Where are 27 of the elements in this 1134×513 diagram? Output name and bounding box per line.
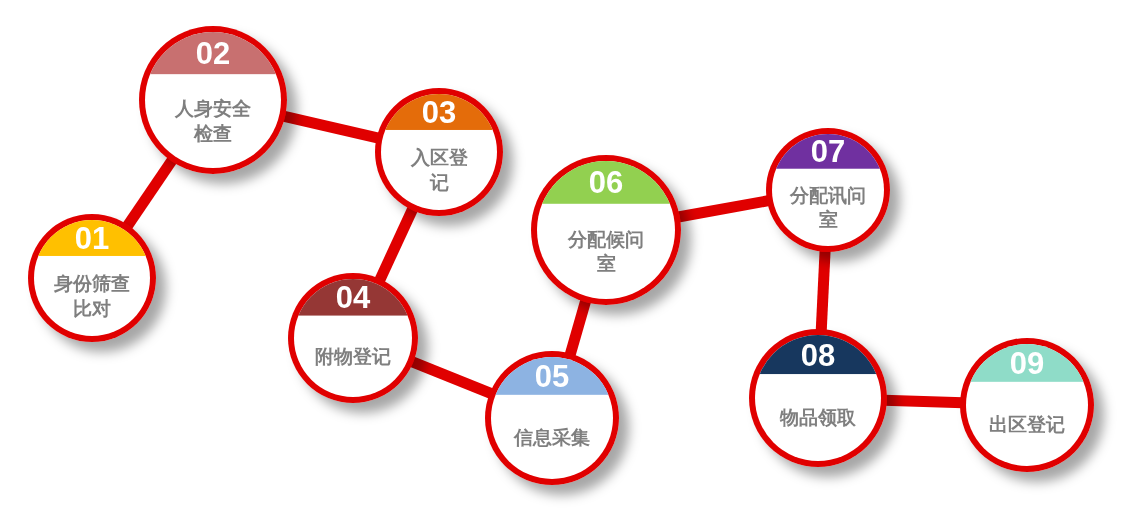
step-circle [960,338,1094,472]
step-label: 出区登记 [988,411,1066,437]
step-number: 04 [334,282,372,314]
step-label: 物品领取 [778,405,857,431]
step-number: 08 [799,339,837,371]
step-label: 人身安全检查 [174,96,252,147]
step-label: 信息采集 [512,424,591,450]
step-circle [375,88,503,216]
step-circle [139,26,287,174]
step-number: 02 [194,38,232,70]
step-circle [28,214,156,342]
step-label: 分配候问室 [567,226,645,277]
step-circle [288,273,418,403]
step-label: 身份筛查比对 [53,271,131,321]
step-label: 入区登记 [409,145,469,195]
step-number: 07 [809,136,847,168]
step-circle [485,351,619,485]
step-circle [749,329,887,467]
step-number: 01 [73,222,111,254]
step-number: 03 [420,96,458,128]
step-label: 附物登记 [314,343,392,369]
step-number: 06 [587,167,625,199]
step-circle [531,155,681,305]
step-number: 09 [1008,347,1046,379]
step-circle [766,128,890,252]
step-label: 分配讯问室 [789,182,867,233]
step-number: 05 [533,360,571,392]
